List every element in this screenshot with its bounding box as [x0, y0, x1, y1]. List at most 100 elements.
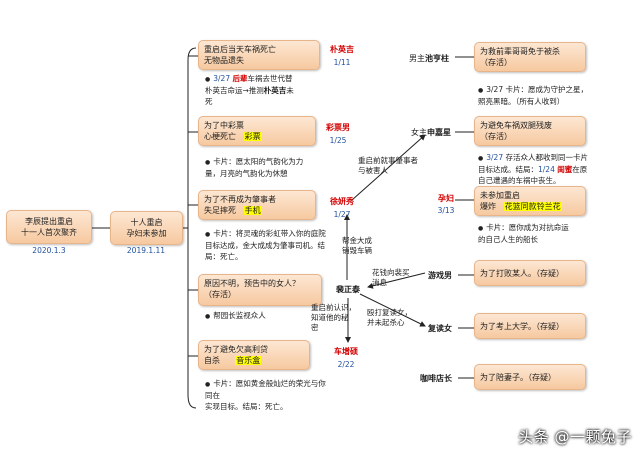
edge3-line1: 花钱向裴买 — [372, 268, 410, 277]
note-pu-yingji: ●3/27 后辈车祸去世代替 朴英吉命运→推测朴英吉未 死 — [205, 73, 335, 107]
pu-box-line2: 无物品遗失 — [204, 56, 244, 65]
pei-box-line1: 原因不明，预告中的女人？ — [204, 279, 300, 288]
date-xu-yanxiu: 1/27 — [333, 210, 351, 219]
xu-box-line1: 为了不再成为肇事者 — [204, 195, 276, 204]
edge2-line1: 帮金大成 — [342, 236, 372, 245]
pregnant-note-line1: 卡片：愿你成为对抗命运 — [486, 223, 569, 232]
chi-note-line2: 照亮黑暗。（所有人收到） — [478, 96, 565, 106]
shen-note-red: 闺蜜 — [557, 164, 573, 174]
shen-note-blue: 1/24 — [538, 164, 555, 174]
edge4-line1: 重启前认识， — [311, 303, 356, 312]
chi-box-line1: 为救前辈哥哥免于被杀 — [480, 47, 560, 56]
node-gamer: 为了打败某人。（存疑） — [474, 260, 586, 286]
root-line1: 李辰提出重启 — [25, 217, 73, 226]
label-cafe-owner: 咖啡店长 — [420, 374, 452, 383]
label-gamer: 游戏男 — [428, 271, 452, 280]
shen-note-date: 3/27 — [486, 153, 506, 162]
shen-note-line3: 自己遭遇的车祸中丧生。 — [478, 175, 561, 185]
chi-box-line2: （存活） — [480, 58, 512, 67]
node-che-zengshuo: 为了避免欠高利贷 自杀 音乐盒 — [198, 340, 310, 370]
pei-note-line1: 帮园长监视众人 — [213, 311, 266, 320]
lottery-box-line2: 心梗死亡 — [204, 132, 236, 141]
pregnant-box-line1: 未参加重启 — [480, 191, 520, 200]
node-pei-zhengtai: 原因不明，预告中的女人？ （存活） — [198, 274, 322, 306]
pregnant-item: 花篮同款铃兰花 — [503, 202, 562, 211]
node-shen-jiaxing: 为避免车祸双腿残废 （存活） — [474, 116, 586, 146]
pregnant-box-line2: 爆炸 — [480, 202, 496, 211]
cafe-box-line1: 为了陪妻子。（存疑） — [480, 372, 556, 382]
lottery-note-line1: 卡片：愿太阳的气韵化为力 — [213, 157, 304, 166]
note-che-zengshuo: ●卡片：愿如黄金般灿烂的荣光与你 同在 实现目标。结局：死亡。 — [205, 378, 340, 412]
node-lottery-man: 为了中彩票 心梗死亡 彩票 — [198, 116, 316, 146]
pu-note-date: 3/27 — [213, 74, 233, 83]
label-repeat-student: 复读女 — [428, 324, 452, 333]
root-date: 2020.1.3 — [32, 246, 66, 255]
edge-label-2: 帮金大成 销毁车辆 — [342, 236, 392, 256]
name-pu-yingji: 朴英吉 — [330, 45, 354, 54]
pei-box-line2: （存活） — [204, 290, 236, 299]
node-xu-yanxiu: 为了不再成为肇事者 失足摔死 手机 — [198, 190, 316, 220]
root-line2: 十一人首次聚齐 — [21, 228, 77, 237]
shen-box-line2: （存活） — [480, 132, 512, 141]
edge-label-1: 重启前就事肇事者 与被害人 — [358, 156, 420, 176]
che-note-line1: 卡片：愿如黄金般灿烂的荣光与你 — [213, 379, 326, 388]
note-shen-jiaxing: ●3/27 存活众人都收到同一卡片 目标达成。结局：1/24 闺蜜在原 自己遭遇… — [478, 152, 623, 186]
xu-note-line1: 卡片：将灵魂的彩虹带入你的庭院 — [213, 229, 326, 238]
name-che-zengshuo: 车增硕 — [334, 347, 358, 356]
date-pu-yingji: 1/11 — [333, 58, 351, 67]
repeat-box-line1: 为了考上大学。（存疑） — [480, 321, 564, 331]
name-pei-zhengtai: 裴正泰 — [336, 285, 360, 294]
mid-line2: 孕妇未参加 — [126, 229, 167, 238]
edge2-line2: 销毁车辆 — [342, 246, 372, 255]
chi-note-line1: 3/27 卡片：愿成为守护之星， — [486, 85, 588, 94]
xu-note-line3: 局：死亡。 — [205, 251, 243, 261]
lottery-item: 彩票 — [243, 132, 262, 141]
name-lottery-man: 彩票男 — [326, 123, 350, 132]
edge4-line2: 知道他的秘 — [311, 313, 349, 322]
node-cafe-owner: 为了陪妻子。（存疑） — [474, 364, 586, 390]
date-lottery-man: 1/25 — [329, 136, 347, 145]
shen-box-line1: 为避免车祸双腿残废 — [480, 121, 552, 130]
node-pu-yingji: 重启后当天车祸死亡 无物品遗失 — [198, 40, 320, 70]
che-note-line2: 同在 — [205, 390, 220, 400]
che-box-line2: 自杀 — [204, 356, 220, 365]
shen-name: 申嘉星 — [427, 128, 451, 137]
pu-note-rest1: 车祸去世代替 — [247, 74, 293, 83]
pregnant-note-line2: 的自己人生的船长 — [478, 234, 538, 244]
edge5-line2: 并未起杀心 — [367, 318, 405, 327]
edge-label-5: 殴打复读女， 并未起杀心 — [367, 308, 423, 328]
note-pei-zhengtai: ●帮园长监视众人 — [205, 311, 266, 320]
shen-note-line2b: 在原 — [572, 164, 588, 174]
note-xu-yanxiu: ●卡片：将灵魂的彩虹带入你的庭院 目标达成，金大成成为肇事司机。结 局：死亡。 — [205, 228, 340, 262]
pu-note-bold: 朴英吉 — [263, 85, 287, 95]
note-pregnant: ●卡片：愿你成为对抗命运 的自己人生的船长 — [478, 222, 618, 245]
che-note-line3: 实现目标。结局：死亡。 — [205, 401, 288, 411]
shen-role: 女主 — [411, 128, 427, 137]
xu-note-line2: 目标达成，金大成成为肇事司机。结 — [205, 240, 325, 250]
shen-note-line2a: 目标达成。结局： — [478, 164, 538, 174]
node-chi-hengzhu: 为救前辈哥哥免于被杀 （存活） — [474, 42, 586, 72]
node-pregnant: 未参加重启 爆炸 花篮同款铃兰花 — [474, 186, 586, 216]
gamer-box-line1: 为了打败某人。（存疑） — [480, 268, 564, 278]
edge3-line2: 消息 — [372, 278, 387, 287]
edge4-line3: 密 — [311, 323, 319, 332]
date-che-zengshuo: 2/22 — [337, 360, 355, 369]
name-xu-yanxiu: 徐妍秀 — [330, 197, 354, 206]
label-shen-jiaxing: 女主申嘉星 — [411, 127, 451, 138]
mid-line1: 十人重启 — [130, 218, 163, 227]
che-box-line1: 为了避免欠高利贷 — [204, 345, 268, 354]
chi-name: 池亨柱 — [425, 54, 449, 63]
note-chi-hengzhu: ●3/27 卡片：愿成为守护之星， 照亮黑暗。（所有人收到） — [478, 84, 618, 107]
watermark: 头条 @一颗兔子 — [518, 428, 632, 446]
xu-box-line2: 失足摔死 — [204, 206, 236, 215]
chi-role: 男主 — [409, 54, 425, 63]
edge1-line2: 与被害人 — [358, 166, 388, 175]
pu-note-line2b: 未 — [286, 85, 294, 95]
mid-node: 十人重启 孕妇未参加 — [110, 211, 183, 245]
che-item: 音乐盒 — [235, 356, 262, 365]
mid-date: 2019.1.11 — [126, 246, 166, 255]
xu-item: 手机 — [243, 206, 262, 215]
lottery-box-line1: 为了中彩票 — [204, 121, 244, 130]
note-lottery-man: ●卡片：愿太阳的气韵化为力 量，月亮的气韵化为休憩 — [205, 156, 335, 179]
